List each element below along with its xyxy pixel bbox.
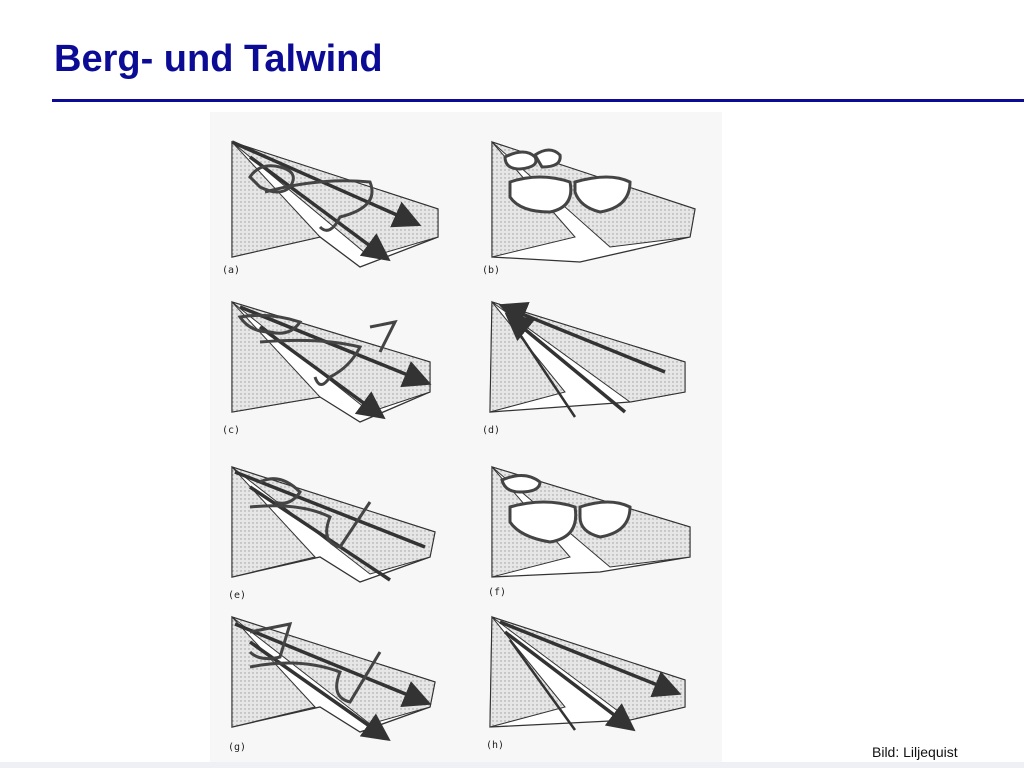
panel-label-a: (a) (222, 265, 241, 276)
panel-label-f: (f) (488, 587, 507, 598)
bottom-strip (0, 762, 1024, 768)
diagram-drawing (231, 140, 696, 742)
valley-wind-diagram: (a) (b) (c) (d) (e) (f) (g) (h) (210, 112, 722, 768)
panel-label-c: (c) (222, 425, 241, 436)
panel-label-e: (e) (228, 590, 247, 601)
panel-label-g: (g) (228, 742, 247, 753)
panel-label-h: (h) (486, 740, 505, 751)
panel-h (489, 615, 686, 732)
panel-label-d: (d) (482, 425, 501, 436)
panel-a (231, 140, 439, 268)
panel-b (491, 140, 696, 263)
title-divider (52, 99, 1024, 102)
panel-c (231, 300, 432, 423)
panel-f (491, 465, 691, 578)
panel-g (231, 615, 436, 742)
image-credit: Bild: Liljequist (872, 744, 958, 760)
panel-label-b: (b) (482, 265, 501, 276)
panel-d (489, 300, 686, 418)
slide-title: Berg- und Talwind (54, 38, 383, 80)
panel-e (231, 465, 436, 583)
